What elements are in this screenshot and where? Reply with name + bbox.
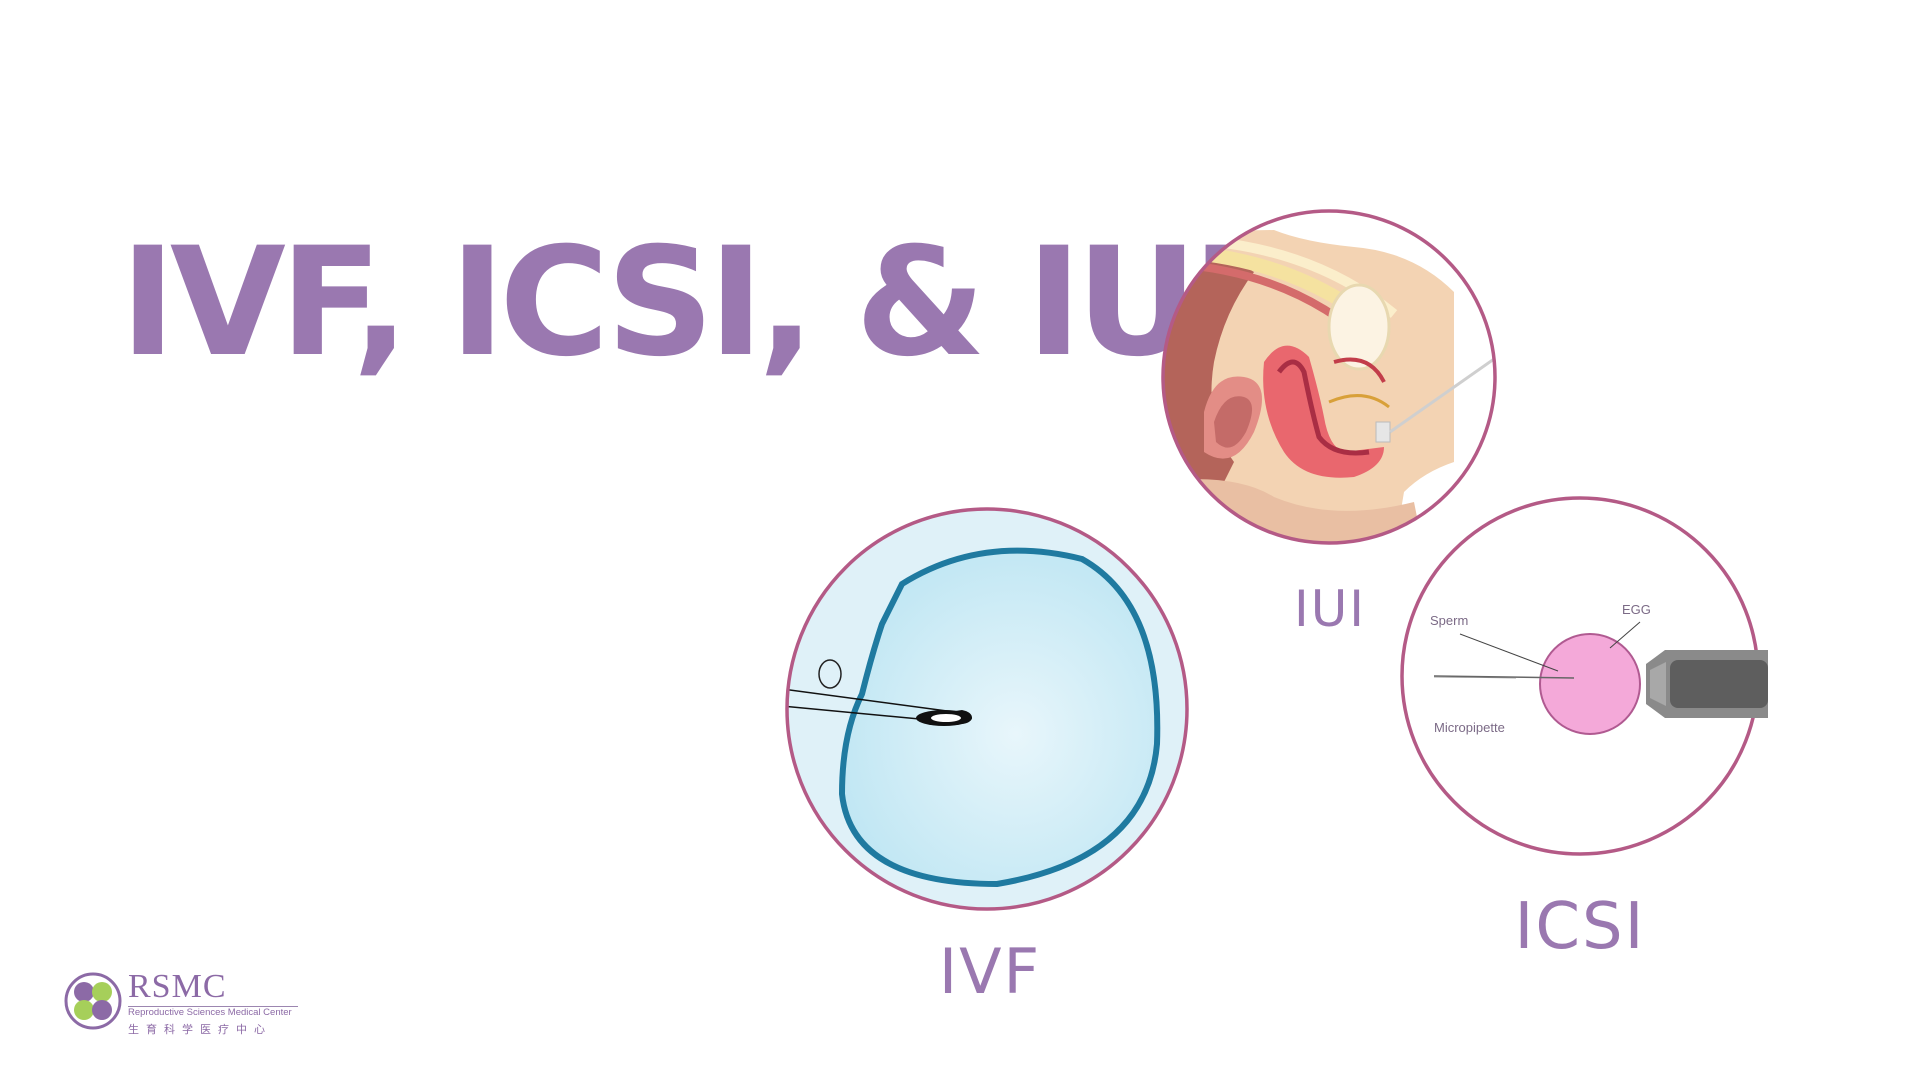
ivf-label: IVF — [938, 935, 1042, 1008]
micropipette-label: Micropipette — [1434, 720, 1505, 735]
logo-name: RSMC — [128, 968, 227, 1005]
sperm-label: Sperm — [1430, 613, 1468, 628]
page-title: IVF, ICSI, & IUI — [120, 216, 1248, 390]
iui-label: IUI — [1293, 580, 1367, 638]
egg-label: EGG — [1622, 602, 1651, 617]
rsmc-logo: RSMC Reproductive Sciences Medical Cente… — [64, 970, 304, 1040]
rsmc-logo-mark-icon — [64, 972, 122, 1030]
iui-illustration — [1161, 209, 1497, 545]
icsi-label: ICSI — [1514, 890, 1646, 964]
logo-chinese: 生育科学医疗中心 — [128, 1023, 272, 1036]
icsi-illustration: Sperm EGG Micropipette — [1400, 496, 1768, 856]
ivf-illustration — [785, 507, 1189, 911]
logo-subtitle: Reproductive Sciences Medical Center — [128, 1006, 298, 1018]
